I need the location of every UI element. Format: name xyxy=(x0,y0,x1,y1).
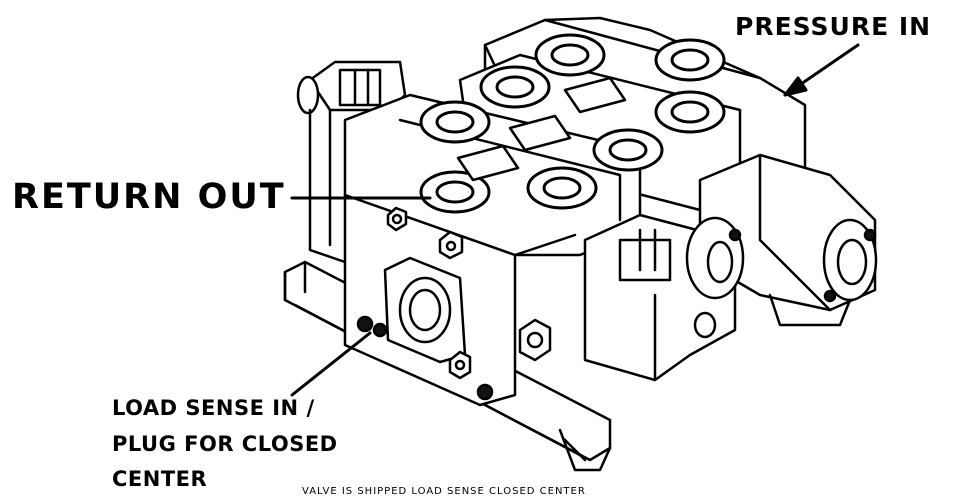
load-sense-leader xyxy=(290,331,372,397)
shipping-note: VALVE IS SHIPPED LOAD SENSE CLOSED CENTE… xyxy=(302,486,586,497)
load-sense-port xyxy=(383,256,467,364)
load-sense-label-line3: CENTER xyxy=(112,467,208,491)
left-solenoid xyxy=(296,60,407,264)
fasteners xyxy=(356,206,877,401)
leader-lines xyxy=(290,43,860,397)
spool-slots xyxy=(456,76,627,182)
pressure-in-label: PRESSURE IN xyxy=(735,12,932,41)
load-sense-label-line2: PLUG FOR CLOSED xyxy=(112,432,338,456)
right-solenoid xyxy=(583,213,745,382)
return-out-label: RETURN OUT xyxy=(12,177,286,217)
port-bosses xyxy=(419,33,726,214)
pressure-in-arrowhead xyxy=(783,76,808,97)
pressure-port-block xyxy=(698,153,878,327)
load-sense-label-line1: LOAD SENSE IN / xyxy=(112,396,315,420)
